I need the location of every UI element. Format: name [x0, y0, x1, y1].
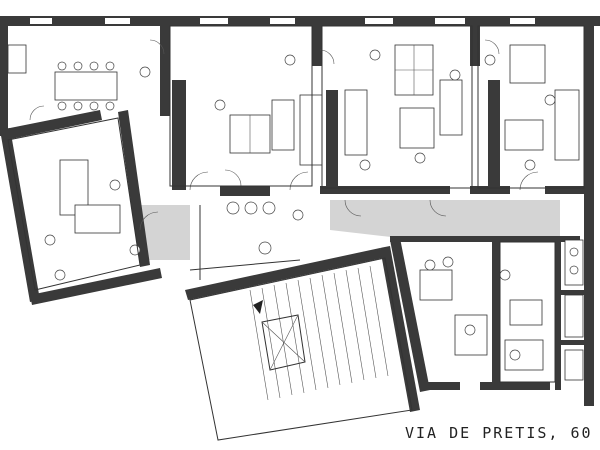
corridor-shading — [140, 200, 560, 260]
office-chairs — [44, 49, 556, 361]
door-swings — [29, 39, 539, 231]
conference-table — [7, 44, 118, 111]
room-outlines — [7, 25, 585, 383]
stairwell — [189, 257, 413, 441]
triangle-arrow-icon — [253, 300, 263, 314]
kitchen-fixtures — [564, 239, 584, 286]
round-fixtures — [226, 201, 276, 215]
street-address-label: VIA DE PRETIS, 60 — [405, 424, 593, 442]
